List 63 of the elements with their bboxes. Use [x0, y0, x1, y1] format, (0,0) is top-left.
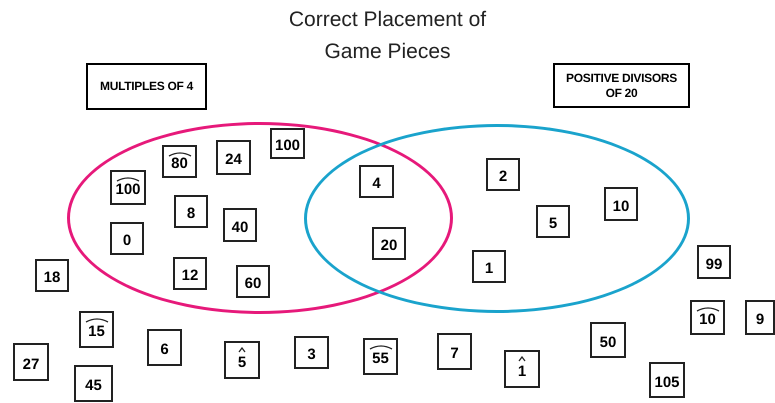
- game-piece: [486, 158, 520, 191]
- game-piece: [147, 329, 182, 366]
- game-piece: [372, 227, 406, 260]
- game-piece: [690, 300, 725, 335]
- game-piece: [74, 365, 113, 402]
- game-piece: [536, 205, 570, 238]
- piece-number: 7: [450, 345, 459, 362]
- piece-number: 4: [372, 175, 381, 192]
- piece-number: 5: [548, 215, 558, 232]
- game-piece: [745, 300, 775, 335]
- game-piece: [359, 165, 394, 198]
- game-piece: [162, 145, 197, 178]
- piece-number: 8: [186, 205, 196, 222]
- piece-number: 6: [160, 341, 169, 358]
- piece-number: 1: [518, 362, 526, 380]
- game-piece: [110, 222, 144, 255]
- piece-number: 100: [274, 137, 300, 154]
- piece-number: 40: [232, 218, 248, 236]
- piece-number: 24: [225, 151, 242, 168]
- game-piece: [504, 350, 540, 388]
- piece-number: 5: [238, 354, 246, 370]
- piece-number: 12: [182, 267, 198, 284]
- piece-number: 20: [380, 237, 398, 254]
- game-piece: [35, 259, 69, 292]
- piece-number: 15: [88, 323, 105, 340]
- game-piece: [224, 341, 260, 379]
- diagram-title: Correct Placement of Game Pieces: [288, 7, 488, 65]
- set-label-box: MULTIPLES OF 4: [86, 63, 207, 110]
- game-piece: [363, 338, 398, 375]
- piece-number: 45: [85, 377, 102, 394]
- set-label-box: POSITIVE DIVISORS OF 20: [553, 63, 690, 108]
- piece-number: 100: [115, 181, 141, 198]
- game-piece: [79, 311, 114, 348]
- game-piece: [13, 343, 49, 381]
- piece-number: 18: [44, 269, 60, 286]
- piece-number: 9: [756, 311, 764, 328]
- piece-number: 1: [484, 260, 494, 277]
- game-piece: [236, 265, 270, 298]
- piece-number: 3: [307, 346, 316, 363]
- piece-number: 0: [122, 232, 132, 249]
- game-piece: [173, 257, 207, 290]
- game-piece: [216, 140, 251, 175]
- game-piece: [294, 336, 329, 369]
- game-piece: [604, 187, 638, 221]
- game-piece: [174, 195, 208, 228]
- piece-number: 105: [654, 374, 680, 390]
- piece-number: 99: [706, 256, 722, 272]
- piece-number: 10: [699, 311, 716, 328]
- game-piece: [110, 170, 146, 205]
- piece-number: 60: [244, 275, 262, 292]
- game-piece: [223, 208, 257, 242]
- game-piece: [697, 245, 731, 279]
- piece-number: 50: [600, 334, 616, 350]
- game-piece: [437, 333, 472, 370]
- piece-number: 55: [372, 350, 389, 367]
- piece-number: 10: [612, 198, 630, 214]
- game-piece: [649, 362, 685, 398]
- game-piece: [270, 128, 305, 159]
- piece-number: 2: [498, 168, 508, 185]
- piece-number: 27: [22, 356, 40, 372]
- piece-number: 80: [171, 155, 188, 172]
- game-piece: [590, 322, 626, 358]
- game-piece: [472, 250, 506, 283]
